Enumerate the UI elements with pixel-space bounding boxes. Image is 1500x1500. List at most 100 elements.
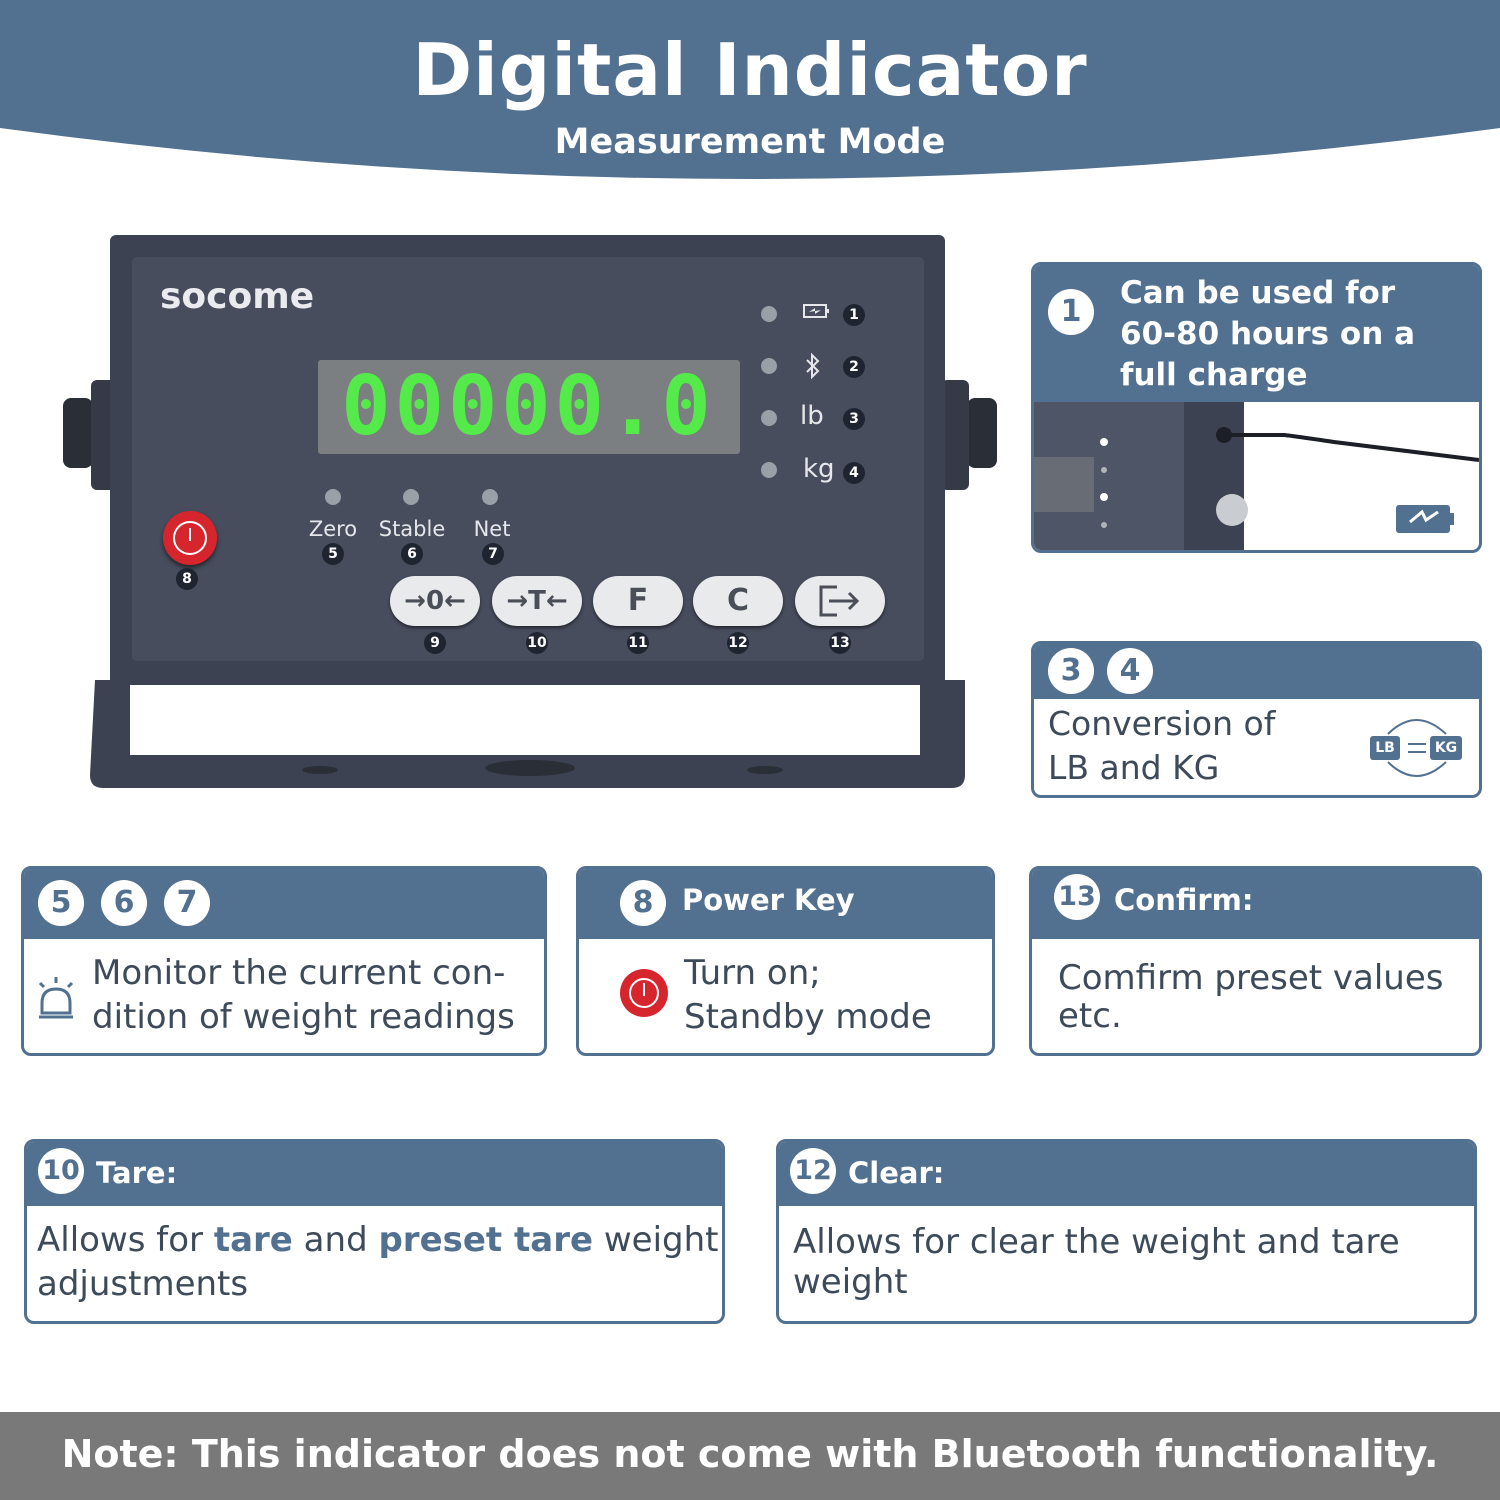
num-badge-8: 8 [176,568,198,590]
footer-bar [0,1412,1500,1500]
kg-badge: KG [1430,736,1462,760]
num-badge-10: 10 [526,632,548,654]
num-badge-4: 4 [843,462,865,484]
callout-num-6: 6 [101,880,147,926]
confirm-callout-text: Comfirm preset values etc. [1058,959,1443,1035]
tare-callout-header [27,1142,722,1206]
kg-led [761,462,777,478]
tare-text-highlight-preset: preset tare [378,1220,594,1260]
battery-callout-header [1034,265,1479,402]
num-badge-3: 3 [843,408,865,430]
battery-photo [1034,402,1479,550]
num-badge-11: 11 [627,632,649,654]
clear-text-line1: Allows for clear the weight and tare [793,1222,1400,1262]
units-callout-text: Conversion of LB and KG [1048,702,1275,790]
num-badge-9: 9 [424,632,446,654]
page-title: Digital Indicator [412,28,1088,112]
num-badge-7: 7 [482,543,504,565]
clear-text-line2: weight [793,1262,908,1302]
tare-callout-text: Allows for tare and preset tare weight a… [37,1218,719,1306]
confirm-callout-title: Confirm: [1114,883,1254,917]
battery-callout: 1 Can be used for 60-80 hours on a full … [1031,262,1482,553]
lb-led [761,410,777,426]
power-icon [173,521,207,555]
callout-num-7: 7 [164,880,210,926]
battery-led [761,306,777,322]
bluetooth-led [761,358,777,374]
tare-text-c: weight [593,1220,719,1260]
callout-num-4: 4 [1107,648,1153,694]
bluetooth-icon [803,352,825,380]
callout-num-8: 8 [620,880,666,926]
callout-num-1: 1 [1048,289,1094,335]
alarm-icon [36,975,76,1019]
power-callout: 8 Power Key Turn on; Standby mode [576,866,995,1056]
power-button[interactable] [163,511,217,565]
zero-label: Zero [308,517,358,541]
battery-callout-text: Can be used for 60-80 hours on a full ch… [1120,273,1415,396]
status-callout-text: Monitor the current con- dition of weigh… [92,951,515,1039]
kg-label: kg [803,454,835,484]
brand-logo: socome [160,276,315,317]
num-badge-6: 6 [401,543,423,565]
confirm-text-line2: etc. [1058,996,1122,1036]
units-callout-header [1034,644,1479,699]
confirm-callout: 13 Confirm: Comfirm preset values etc. [1029,866,1482,1056]
tare-callout: 10 Tare: Allows for tare and preset tare… [24,1139,725,1324]
tare-text-highlight-tare: tare [213,1220,293,1260]
lb-badge: LB [1370,736,1400,760]
callout-num-5: 5 [38,880,84,926]
confirm-text-line1: Comfirm preset values [1058,958,1444,998]
zero-led [325,489,341,505]
units-callout: 3 4 Conversion of LB and KG LB KG [1031,641,1482,798]
weight-display: 00000.0 [341,359,715,454]
power-callout-text: Turn on; Standby mode [684,951,932,1039]
power-icon [620,969,668,1017]
battery-text-line3: full charge [1120,357,1308,393]
num-badge-5: 5 [322,543,344,565]
tare-text-line2: adjustments [37,1264,249,1304]
stable-led [403,489,419,505]
units-text-line2: LB and KG [1048,748,1220,787]
net-led [482,489,498,505]
confirm-key[interactable] [795,576,885,626]
status-text-line2: dition of weight readings [92,997,515,1037]
power-text-line2: Standby mode [684,997,932,1037]
num-badge-12: 12 [727,632,749,654]
stable-label: Stable [378,517,446,541]
lb-kg-convert-icon: LB KG [1368,710,1464,786]
tare-text-a: Allows for [37,1220,214,1260]
tare-text-b: and [292,1220,379,1260]
num-badge-1: 1 [843,304,865,326]
confirm-callout-header [1032,869,1479,939]
lb-label: lb [800,401,824,431]
confirm-icon [819,585,860,617]
callout-num-13: 13 [1054,874,1100,920]
battery-charging-icon [803,302,833,324]
battery-text-line1: Can be used for [1120,275,1396,311]
footer-note: Note: This indicator does not come with … [61,1432,1439,1476]
net-label: Net [473,517,511,541]
tare-key[interactable]: →T← [492,576,582,626]
power-callout-title: Power Key [682,883,855,917]
callout-num-12: 12 [790,1148,836,1194]
power-text-line1: Turn on; [684,953,821,993]
tare-callout-title: Tare: [96,1156,178,1190]
header-banner-shape [0,0,1500,179]
zero-key[interactable]: →0← [390,576,480,626]
num-badge-2: 2 [843,356,865,378]
clear-key[interactable]: C [693,576,783,626]
num-badge-13: 13 [829,632,851,654]
tare-text-line1: Allows for tare and preset tare weight [37,1218,719,1262]
header-banner [0,0,1500,190]
clear-callout-text: Allows for clear the weight and tare wei… [793,1222,1400,1302]
callout-num-3: 3 [1048,648,1094,694]
indicator-device: socome 00000.0 1 2 lb 3 kg 4 Zero 5 Stab… [55,230,1005,800]
clear-callout: 12 Clear: Allows for clear the weight an… [776,1139,1477,1324]
status-callout: 5 6 7 Monitor the current con- dition of… [21,866,547,1056]
page-subtitle: Measurement Mode [554,122,946,162]
callout-num-10: 10 [38,1148,84,1194]
battery-text-line2: 60-80 hours on a [1120,316,1415,352]
function-key[interactable]: F [593,576,683,626]
clear-callout-title: Clear: [848,1156,945,1190]
